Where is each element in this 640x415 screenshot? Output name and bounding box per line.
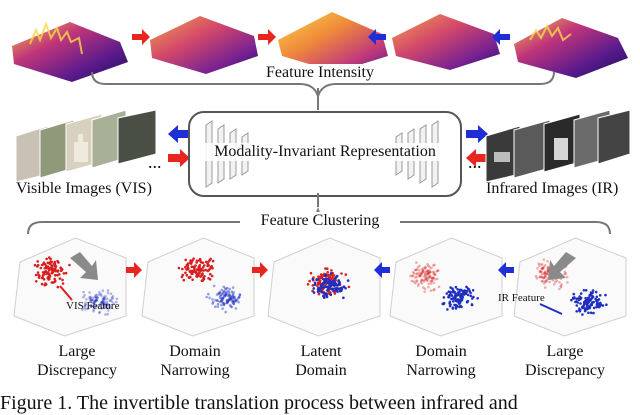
- modality-invariant-label: Modality-Invariant Representation: [200, 143, 450, 161]
- figure-caption: Figure 1. The invertible translation pro…: [0, 392, 518, 414]
- infrared-images-label: Infrared Images (IR): [486, 180, 619, 197]
- red-arrow-mid-left: [168, 149, 190, 167]
- grey-arrow-right: [548, 252, 576, 280]
- blue-arrow-top-2: [492, 29, 510, 45]
- heatmap-2: [150, 16, 258, 74]
- visible-images-stack: [15, 109, 157, 183]
- blue-arrow-bottom-1: [374, 262, 390, 278]
- cluster-plot-2: [141, 237, 255, 337]
- red-arrow-top-1: [132, 29, 150, 45]
- middle-left-arrows: [168, 125, 190, 167]
- cluster-plot-4: [389, 237, 503, 337]
- blue-arrow-top-1: [368, 29, 386, 45]
- red-arrow-mid-right: [466, 149, 488, 167]
- red-arrow-bottom-1: [126, 262, 142, 278]
- feature-clustering-row: [13, 237, 627, 337]
- feature-intensity-row: [12, 12, 628, 82]
- bottom-brace: [27, 206, 611, 235]
- blue-arrow-mid-right: [466, 125, 488, 143]
- heatmap-4: [392, 14, 500, 70]
- cluster-plot-5: [513, 237, 627, 337]
- heatmap-5: [514, 18, 628, 78]
- top-connector: [317, 88, 319, 110]
- heatmap-3: [278, 12, 388, 72]
- cluster-plot-1: [13, 237, 127, 337]
- ellipsis-left: ...: [148, 152, 162, 172]
- blue-arrow-mid-left: [168, 125, 190, 143]
- red-arrow-bottom-2: [252, 262, 268, 278]
- feature-intensity-label: Feature Intensity: [240, 64, 400, 82]
- bottom-connector: [317, 193, 319, 207]
- ellipsis-right: ...: [468, 152, 482, 172]
- heatmap-1: [12, 21, 128, 82]
- feature-clustering-label: Feature Clustering: [240, 212, 400, 230]
- ir-pointer-arrow: [539, 303, 563, 315]
- blue-arrow-bottom-2: [498, 262, 514, 278]
- infrared-images-stack: [485, 109, 631, 183]
- vis-pointer-arrow: [59, 285, 73, 301]
- ir-feature-label: IR Feature: [498, 292, 545, 304]
- visible-images-label: Visible Images (VIS): [16, 180, 152, 197]
- grey-arrow-left: [70, 252, 98, 280]
- cluster-plot-3: [267, 237, 381, 337]
- red-arrow-top-2: [258, 29, 276, 45]
- middle-right-arrows: [466, 125, 488, 167]
- vis-feature-label: VIS Feature: [66, 300, 120, 312]
